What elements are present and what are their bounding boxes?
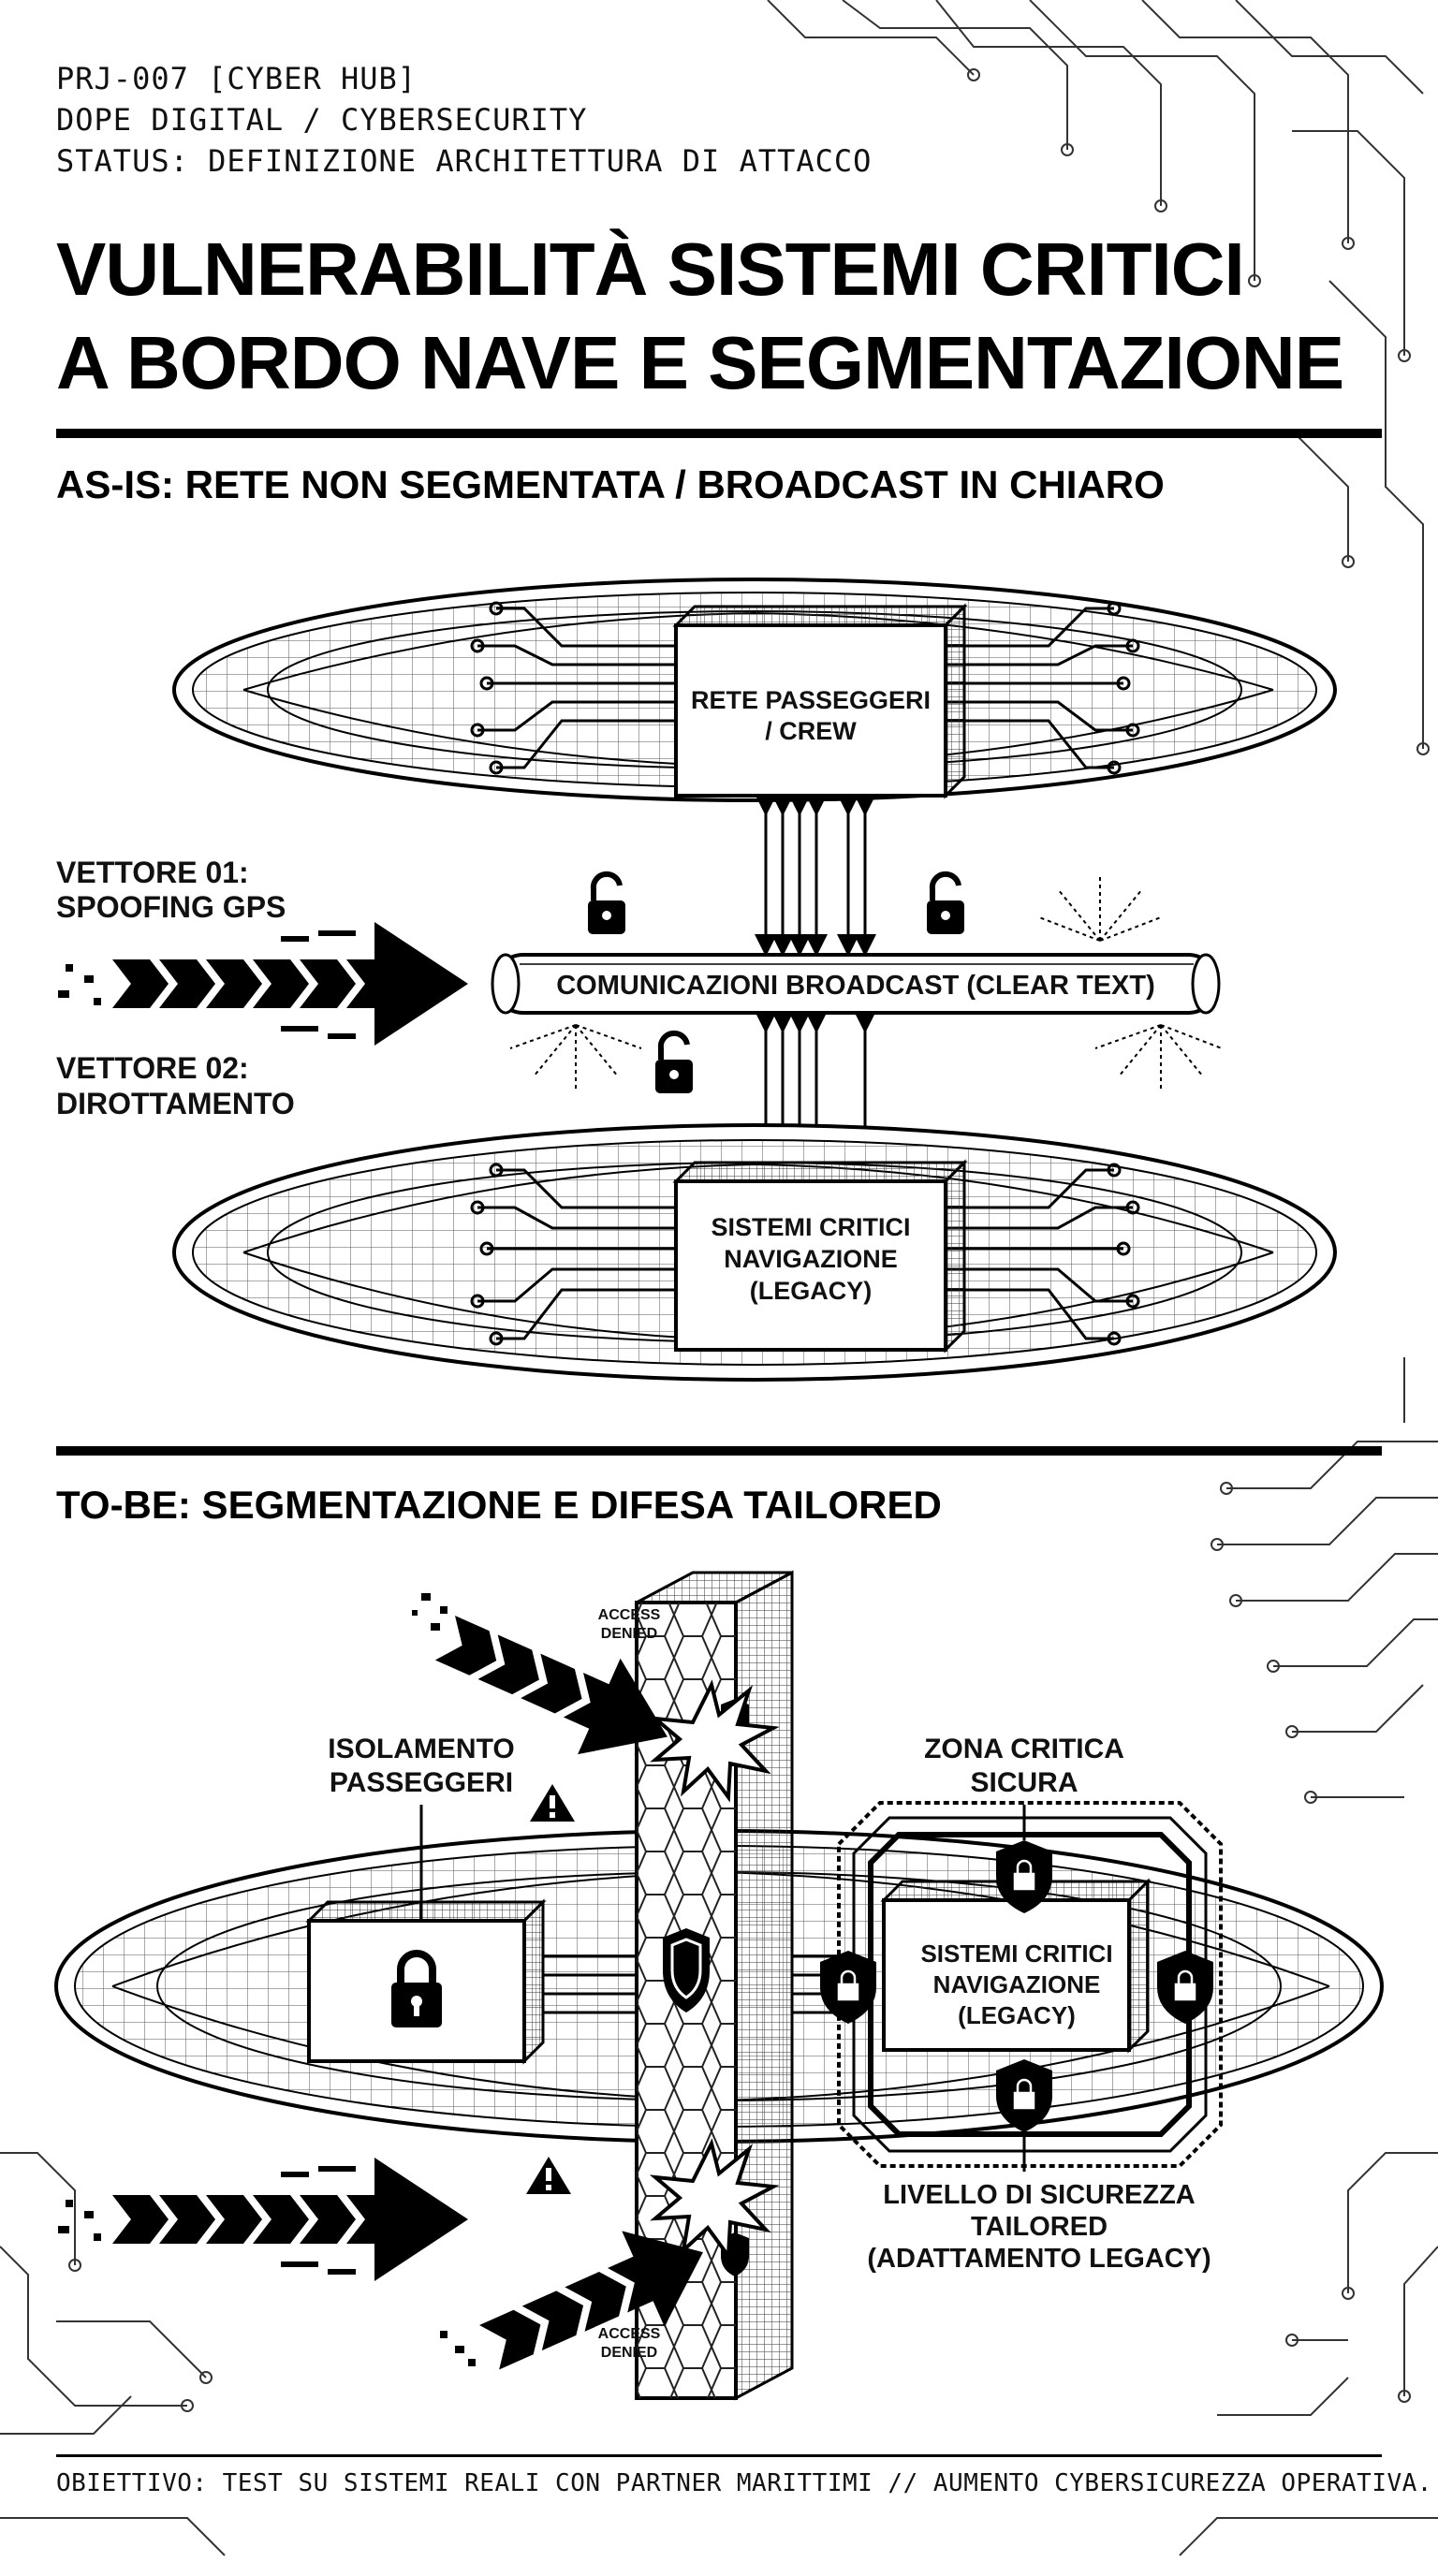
tobe-critical-line1: SISTEMI CRITICI <box>920 1939 1112 1968</box>
critical-box-line1: SISTEMI CRITICI <box>711 1213 910 1241</box>
footer-objective: OBIETTIVO: TEST SU SISTEMI REALI CON PAR… <box>56 2469 1432 2497</box>
vector1-line2: SPOOFING GPS <box>56 890 286 924</box>
broadcast-label: COMUNICAZIONI BROADCAST (CLEAR TEXT) <box>556 971 1155 1001</box>
as-is-heading: AS-IS: RETE NON SEGMENTATA / BROADCAST I… <box>56 462 1165 506</box>
explosion-icon <box>649 1679 780 2261</box>
security-level-line3: (ADATTAMENTO LEGACY) <box>867 2244 1211 2274</box>
vector1-line1: VETTORE 01: <box>56 856 249 889</box>
to-be-heading: TO-BE: SEGMENTAZIONE E DIFESA TAILORED <box>56 1483 942 1527</box>
meta-line3: STATUS: DEFINIZIONE ARCHITETTURA DI ATTA… <box>56 143 873 179</box>
circuit-traces-upper <box>470 601 1140 775</box>
page-title: VULNERABILITÀ SISTEMI CRITICI A BORDO NA… <box>56 223 1344 410</box>
attack-arrow-tobe-top <box>412 1593 668 1755</box>
access-denied-bottom-line1: ACCESS <box>598 2326 661 2342</box>
circuit-decoration-bottom <box>0 2152 1438 2556</box>
project-meta: PRJ-007 [CYBER HUB] DOPE DIGITAL / CYBER… <box>56 58 872 182</box>
callout-lines <box>419 1805 1026 2172</box>
attack-arrow-asis <box>58 922 468 1046</box>
circuit-traces-lower <box>470 1163 1140 1346</box>
secure-zone-label-line2: SICURA <box>970 1767 1078 1798</box>
unlocked-padlock-icon <box>588 871 964 1093</box>
attack-arrow-tobe-bottom <box>440 2231 703 2370</box>
connectors-left <box>543 1954 637 2014</box>
passenger-box-line1: RETE PASSEGGERI <box>691 686 931 714</box>
vector2-line2: DIROTTAMENTO <box>56 1087 295 1120</box>
secure-zone-label-line1: ZONA CRITICA <box>924 1734 1124 1764</box>
isolation-label-line2: PASSEGGERI <box>330 1767 513 1798</box>
tobe-critical-line2: NAVIGAZIONE <box>933 1970 1101 1998</box>
vector2-line1: VETTORE 02: <box>56 1051 249 1085</box>
critical-box-line3: (LEGACY) <box>750 1277 873 1305</box>
passenger-box-line2: / CREW <box>765 717 857 745</box>
access-denied-bottom-line2: DENIED <box>601 2345 657 2361</box>
broadcast-pipe: COMUNICAZIONI BROADCAST (CLEAR TEXT) <box>491 953 1221 1015</box>
footer-divider <box>56 2454 1382 2457</box>
secure-zone-frame <box>837 1801 1223 2168</box>
meta-line2: DOPE DIGITAL / CYBERSECURITY <box>56 102 588 138</box>
shield-icon <box>663 1928 710 2012</box>
passenger-network-box: RETE PASSEGGERI / CREW <box>672 603 968 799</box>
access-denied-top-line1: ACCESS <box>598 1607 661 1623</box>
broadcast-signal-icon <box>509 875 1223 1090</box>
tobe-critical-line3: (LEGACY) <box>958 2001 1076 2029</box>
circuit-decoration-right <box>1211 1357 1438 1804</box>
critical-box-line2: NAVIGAZIONE <box>724 1245 898 1273</box>
warning-icon <box>526 1784 575 2194</box>
divider-top <box>56 429 1382 438</box>
title-line2: A BORDO NAVE E SEGMENTAZIONE <box>56 321 1344 404</box>
circuit-decoration-top <box>767 0 1430 755</box>
title-line1: VULNERABILITÀ SISTEMI CRITICI <box>56 227 1245 311</box>
access-denied-top-line2: DENIED <box>601 1626 657 1642</box>
isolation-label-line1: ISOLAMENTO <box>328 1734 514 1764</box>
security-level-line2: TAILORED <box>971 2212 1108 2242</box>
attack-arrow-tobe-left <box>58 2158 468 2281</box>
padlock-icon <box>391 1950 442 2027</box>
security-level-line1: LIVELLO DI SICUREZZA <box>883 2180 1196 2210</box>
divider-middle <box>56 1446 1382 1456</box>
meta-line1: PRJ-007 [CYBER HUB] <box>56 61 418 96</box>
passenger-isolation-box <box>305 1898 547 2065</box>
critical-systems-box-asis: SISTEMI CRITICI NAVIGAZIONE (LEGACY) <box>672 1159 968 1354</box>
network-links-upper <box>755 794 876 957</box>
